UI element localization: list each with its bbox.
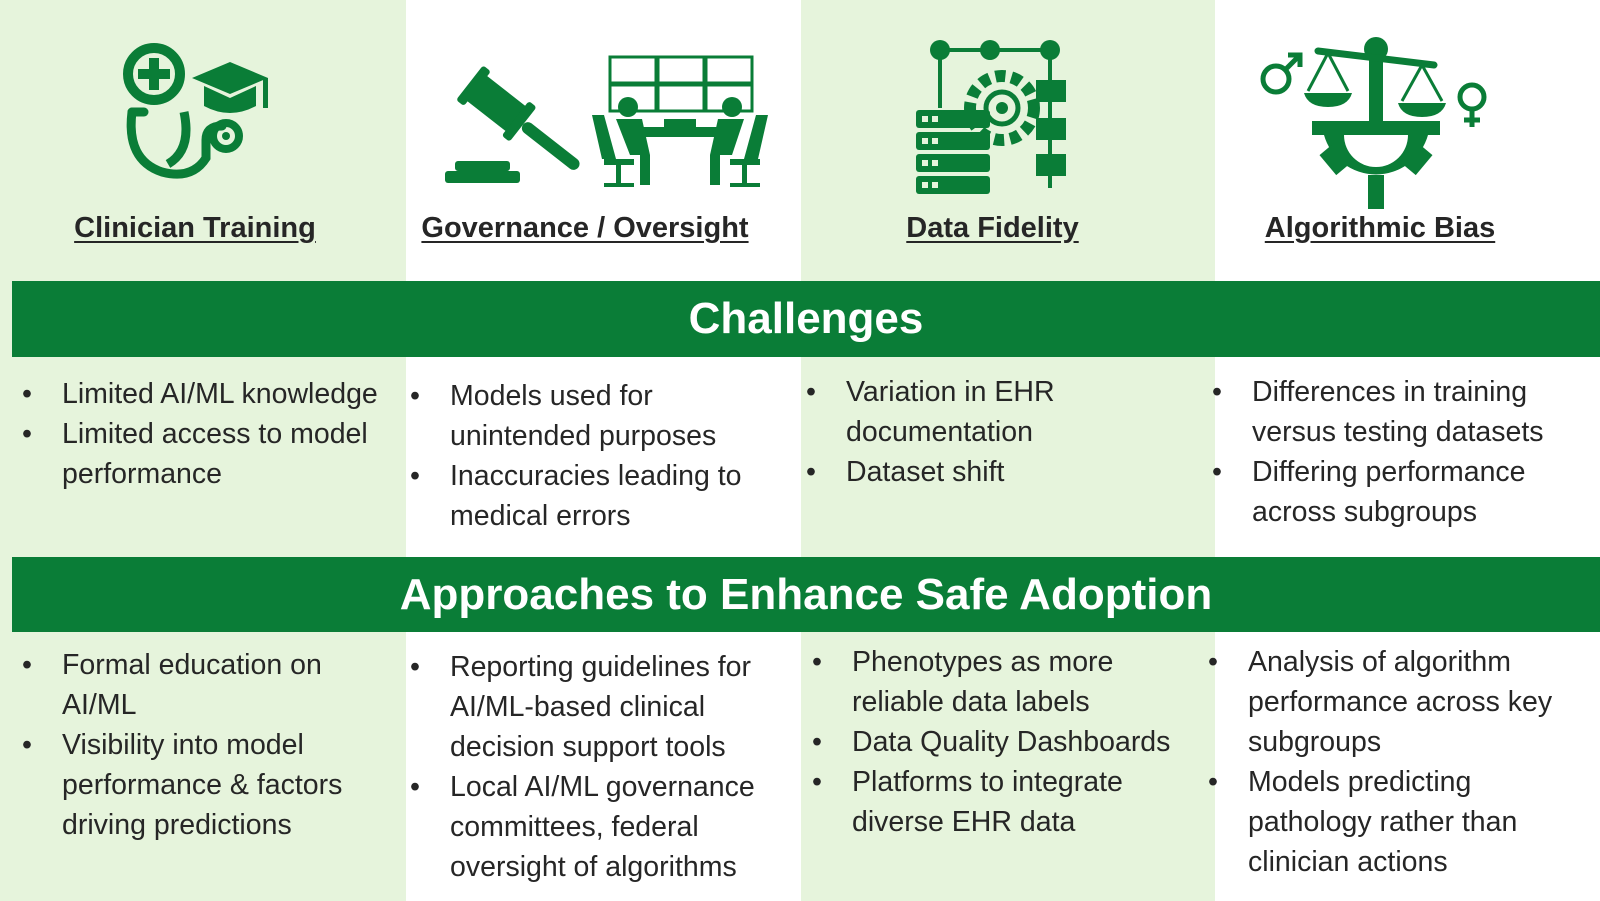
approaches-heading: Approaches to Enhance Safe Adoption bbox=[12, 557, 1600, 632]
category-title-data-fidelity: Data Fidelity bbox=[906, 212, 1079, 244]
list-item: Limited AI/ML knowledge bbox=[16, 374, 396, 414]
list-item: Models used for unintended purposes bbox=[404, 376, 794, 456]
list-item: Differing performance across subgroups bbox=[1206, 452, 1596, 532]
list-item: Dataset shift bbox=[800, 452, 1100, 492]
challenges-heading: Challenges bbox=[12, 281, 1600, 357]
gavel-icon bbox=[445, 65, 580, 190]
list-item: Visibility into model performance & fact… bbox=[16, 725, 396, 845]
challenges-list-governance: Models used for unintended purposes Inac… bbox=[404, 376, 794, 536]
control-room-icon bbox=[590, 55, 770, 195]
list-item: Analysis of algorithm performance across… bbox=[1202, 642, 1598, 762]
list-item: Differences in training versus testing d… bbox=[1206, 372, 1596, 452]
list-item: Data Quality Dashboards bbox=[806, 722, 1176, 762]
list-item: Formal education on AI/ML bbox=[16, 645, 396, 725]
list-item: Local AI/ML governance committees, feder… bbox=[404, 767, 799, 887]
category-title-governance-oversight: Governance / Oversight bbox=[421, 212, 749, 244]
list-item: Reporting guidelines for AI/ML-based cli… bbox=[404, 647, 799, 767]
list-item: Platforms to integrate diverse EHR data bbox=[806, 762, 1176, 842]
list-item: Variation in EHR documentation bbox=[800, 372, 1100, 452]
category-title-clinician-training: Clinician Training bbox=[74, 212, 316, 244]
approaches-list-governance: Reporting guidelines for AI/ML-based cli… bbox=[404, 647, 799, 887]
approaches-list-algorithmic-bias: Analysis of algorithm performance across… bbox=[1202, 642, 1598, 882]
approaches-list-data-fidelity: Phenotypes as more reliable data labels … bbox=[806, 642, 1176, 842]
list-item: Inaccuracies leading to medical errors bbox=[404, 456, 794, 536]
category-title-algorithmic-bias: Algorithmic Bias bbox=[1264, 212, 1496, 244]
clinician-training-icon bbox=[122, 40, 272, 190]
challenges-list-algorithmic-bias: Differences in training versus testing d… bbox=[1206, 372, 1596, 532]
data-fidelity-icon bbox=[912, 38, 1072, 196]
list-item: Phenotypes as more reliable data labels bbox=[806, 642, 1176, 722]
algorithmic-bias-icon bbox=[1252, 35, 1492, 210]
approaches-list-clinician-training: Formal education on AI/ML Visibility int… bbox=[16, 645, 396, 845]
challenges-list-data-fidelity: Variation in EHR documentation Dataset s… bbox=[800, 372, 1100, 492]
list-item: Models predicting pathology rather than … bbox=[1202, 762, 1598, 882]
list-item: Limited access to model performance bbox=[16, 414, 396, 494]
challenges-list-clinician-training: Limited AI/ML knowledge Limited access t… bbox=[16, 374, 396, 494]
